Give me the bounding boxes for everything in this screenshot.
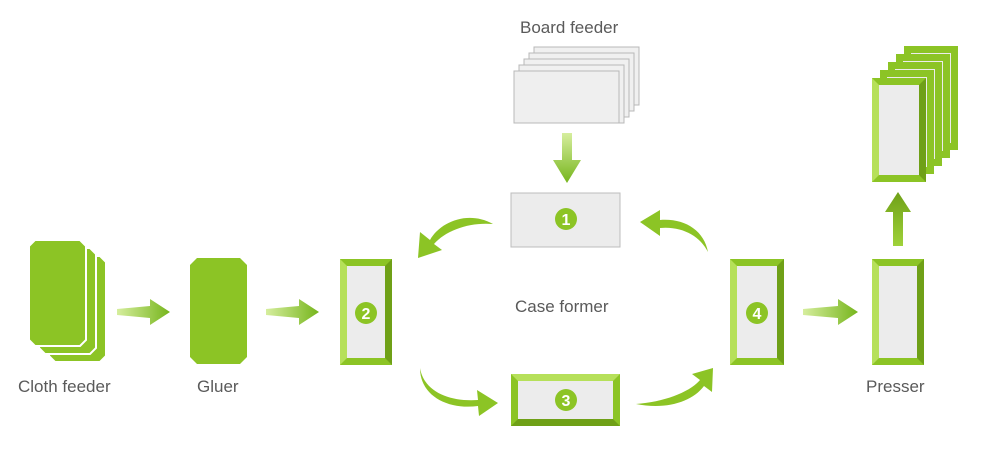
cloth-feeder-label: Cloth feeder bbox=[18, 377, 111, 396]
curved-arrow-step2-to-step3 bbox=[420, 368, 498, 416]
arrow-down-board-to-former bbox=[553, 133, 581, 183]
curved-arrow-step3-to-step4 bbox=[636, 368, 713, 406]
board-feeder-stack bbox=[513, 46, 640, 124]
finished-cases-stack bbox=[872, 46, 958, 182]
step-3-number: 3 bbox=[562, 393, 571, 410]
board-feeder-label: Board feeder bbox=[520, 18, 619, 37]
step-2-case bbox=[340, 259, 392, 365]
arrow-former-to-presser bbox=[803, 299, 858, 325]
presser-label: Presser bbox=[866, 377, 925, 396]
step-4-case bbox=[730, 259, 784, 365]
presser-case bbox=[872, 259, 924, 365]
step-3-case bbox=[511, 374, 620, 426]
arrow-cloth-to-gluer bbox=[117, 299, 170, 325]
curved-arrow-step4-to-step1 bbox=[640, 210, 708, 252]
step-4-number: 4 bbox=[753, 306, 762, 323]
step-1-number: 1 bbox=[562, 212, 571, 229]
case-former-label: Case former bbox=[515, 297, 609, 316]
gluer-sheet bbox=[190, 258, 247, 364]
gluer-label: Gluer bbox=[197, 377, 239, 396]
step-1-board bbox=[510, 192, 621, 248]
step-2-number: 2 bbox=[362, 306, 371, 323]
arrow-gluer-to-former bbox=[266, 299, 319, 325]
curved-arrow-step1-to-step2 bbox=[418, 217, 493, 258]
cloth-feeder-stack bbox=[28, 239, 107, 363]
arrow-presser-to-output bbox=[885, 192, 911, 246]
